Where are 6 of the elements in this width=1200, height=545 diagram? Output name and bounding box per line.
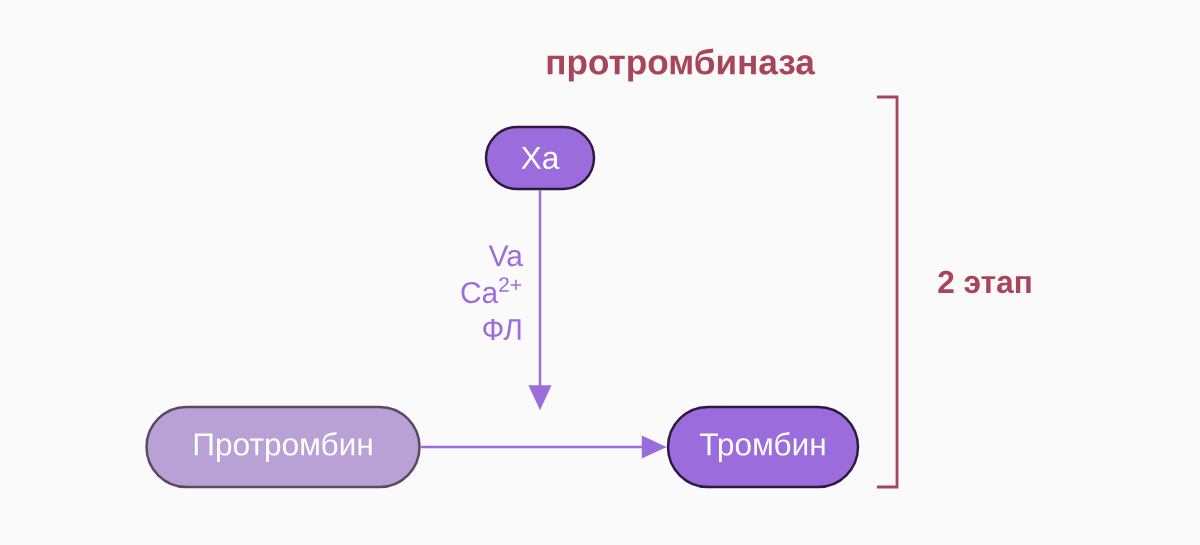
heading: протромбиназа	[547, 48, 816, 82]
pill-node: Xa	[484, 125, 596, 191]
pill-node: Тромбин	[666, 405, 860, 489]
pill-node: Протромбин	[145, 405, 421, 489]
edge-label: Va Ca$^{2+}$ ФЛ	[461, 245, 523, 340]
stage-label: 2 этап	[938, 270, 1031, 294]
